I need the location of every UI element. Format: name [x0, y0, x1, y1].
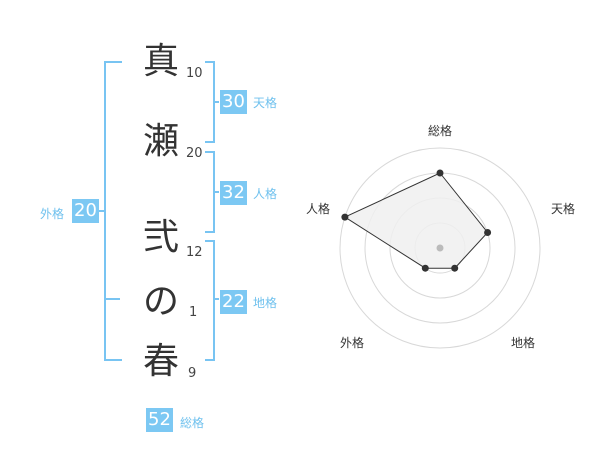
chikaku-bracket — [205, 240, 215, 361]
name-char-5: 春 — [143, 341, 180, 382]
radar-label-chikaku: 地格 — [511, 336, 536, 350]
chikaku-label: 地格 — [253, 296, 278, 310]
radar-point-1 — [436, 169, 444, 177]
stroke-count-3: 12 — [186, 245, 203, 260]
stroke-count-5: 9 — [188, 366, 197, 381]
name-char-1: 真 — [143, 41, 180, 82]
radar-center-point — [436, 244, 444, 252]
chikaku-value-badge: 22 — [220, 290, 247, 314]
name-char-3: 弐 — [143, 217, 180, 258]
radar-label-jinkaku: 人格 — [306, 202, 331, 216]
radar-label-tenkaku: 天格 — [551, 202, 576, 216]
jinkaku-value-badge: 32 — [220, 181, 247, 205]
radar-point-3 — [451, 264, 459, 272]
stroke-count-4: 1 — [189, 305, 198, 320]
tenkaku-value-badge: 30 — [220, 90, 247, 114]
jinkaku-label: 人格 — [253, 187, 278, 201]
radar-grid-ring-4 — [339, 147, 541, 349]
gaikaku-bracket-tick — [98, 210, 104, 212]
gaikaku-bracket — [104, 61, 122, 361]
radar-label-gaikaku: 外格 — [340, 336, 365, 350]
gaikaku-value-badge: 20 — [72, 199, 99, 223]
radar-point-2 — [484, 229, 492, 236]
name-char-2: 瀬 — [143, 121, 180, 162]
soukaku-label: 総格 — [180, 416, 205, 430]
radar-point-4 — [421, 264, 429, 272]
radar-chart — [339, 147, 541, 349]
stroke-count-2: 20 — [186, 146, 203, 161]
name-char-4: の — [143, 281, 180, 322]
radar-data-polygon — [343, 172, 489, 269]
chikaku-bracket-tick — [213, 298, 219, 300]
tenkaku-bracket-tick — [213, 101, 219, 103]
stroke-count-1: 10 — [186, 66, 203, 81]
radar-label-soukaku: 総格 — [428, 124, 453, 138]
radar-point-5 — [341, 213, 349, 221]
jinkaku-bracket-tick — [213, 191, 219, 193]
tenkaku-label: 天格 — [253, 96, 278, 110]
soukaku-value-badge: 52 — [146, 408, 173, 432]
gaikaku-label: 外格 — [40, 207, 65, 221]
gaikaku-bracket-inner-tick — [106, 298, 120, 300]
